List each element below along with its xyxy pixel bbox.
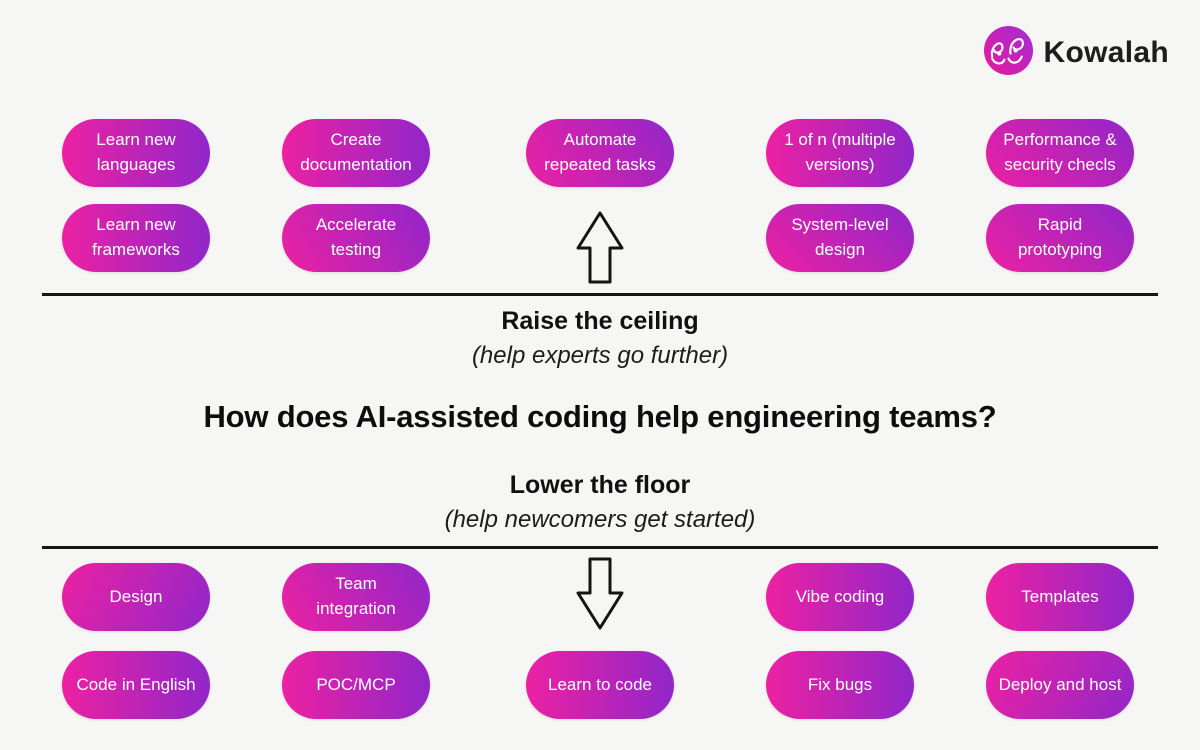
pill-learn-to-code: Learn to code	[526, 651, 674, 719]
pill-label: System-level design	[791, 215, 889, 259]
pill-label: POC/MCP	[316, 674, 396, 694]
raise-the-ceiling-subheading: (help experts go further)	[471, 342, 729, 369]
pill-label: Automate repeated tasks	[544, 130, 656, 174]
pill-team-integration: Team integration	[282, 563, 430, 631]
pill-system-level-design: System-level design	[766, 204, 914, 272]
pill-label: Create documentation	[300, 130, 412, 174]
pill-label: Rapid prototyping	[1017, 215, 1103, 259]
pill-label: 1 of n (multiple versions)	[784, 130, 896, 174]
kowalah-doodle-icon	[983, 26, 1033, 80]
pill-poc-mcp: POC/MCP	[282, 651, 430, 719]
pill-1-of-n-multiple-versions: 1 of n (multiple versions)	[766, 119, 914, 187]
pill-label: Accelerate testing	[315, 215, 397, 259]
pill-label: Fix bugs	[807, 674, 873, 694]
pill-label: Code in English	[76, 674, 196, 694]
pill-design: Design	[62, 563, 210, 631]
pill-label: Learn new languages	[96, 130, 176, 174]
pill-performance-security-checks: Performance & security checls	[986, 119, 1134, 187]
divider-bottom	[42, 546, 1158, 549]
pill-templates: Templates	[986, 563, 1134, 631]
pill-label: Design	[109, 586, 163, 606]
pill-label: Team integration	[316, 574, 396, 618]
pill-rapid-prototyping: Rapid prototyping	[986, 204, 1134, 272]
pill-label: Vibe coding	[795, 586, 885, 606]
divider-top	[42, 293, 1158, 296]
pill-vibe-coding: Vibe coding	[766, 563, 914, 631]
arrow-up-icon	[575, 211, 625, 289]
brand-lockup: Kowalah	[983, 26, 1169, 80]
pill-learn-new-frameworks: Learn new frameworks	[62, 204, 210, 272]
pill-label: Learn to code	[548, 674, 652, 694]
raise-the-ceiling-heading: Raise the ceiling	[501, 307, 699, 335]
arrow-down-icon	[575, 557, 625, 635]
pill-label: Templates	[1021, 586, 1099, 606]
brand-name: Kowalah	[1043, 36, 1169, 69]
pill-label: Learn new frameworks	[92, 215, 180, 259]
pill-deploy-and-host: Deploy and host	[986, 651, 1134, 719]
pill-label: Deploy and host	[998, 674, 1122, 694]
pill-accelerate-testing: Accelerate testing	[282, 204, 430, 272]
lower-the-floor-heading: Lower the floor	[509, 471, 691, 499]
pill-create-documentation: Create documentation	[282, 119, 430, 187]
page-title: How does AI-assisted coding help enginee…	[203, 399, 997, 434]
lower-the-floor-subheading: (help newcomers get started)	[444, 506, 756, 533]
pill-fix-bugs: Fix bugs	[766, 651, 914, 719]
pill-automate-repeated-tasks: Automate repeated tasks	[526, 119, 674, 187]
pill-code-in-english: Code in English	[62, 651, 210, 719]
pill-label: Performance & security checls	[1003, 130, 1117, 174]
pill-learn-new-languages: Learn new languages	[62, 119, 210, 187]
